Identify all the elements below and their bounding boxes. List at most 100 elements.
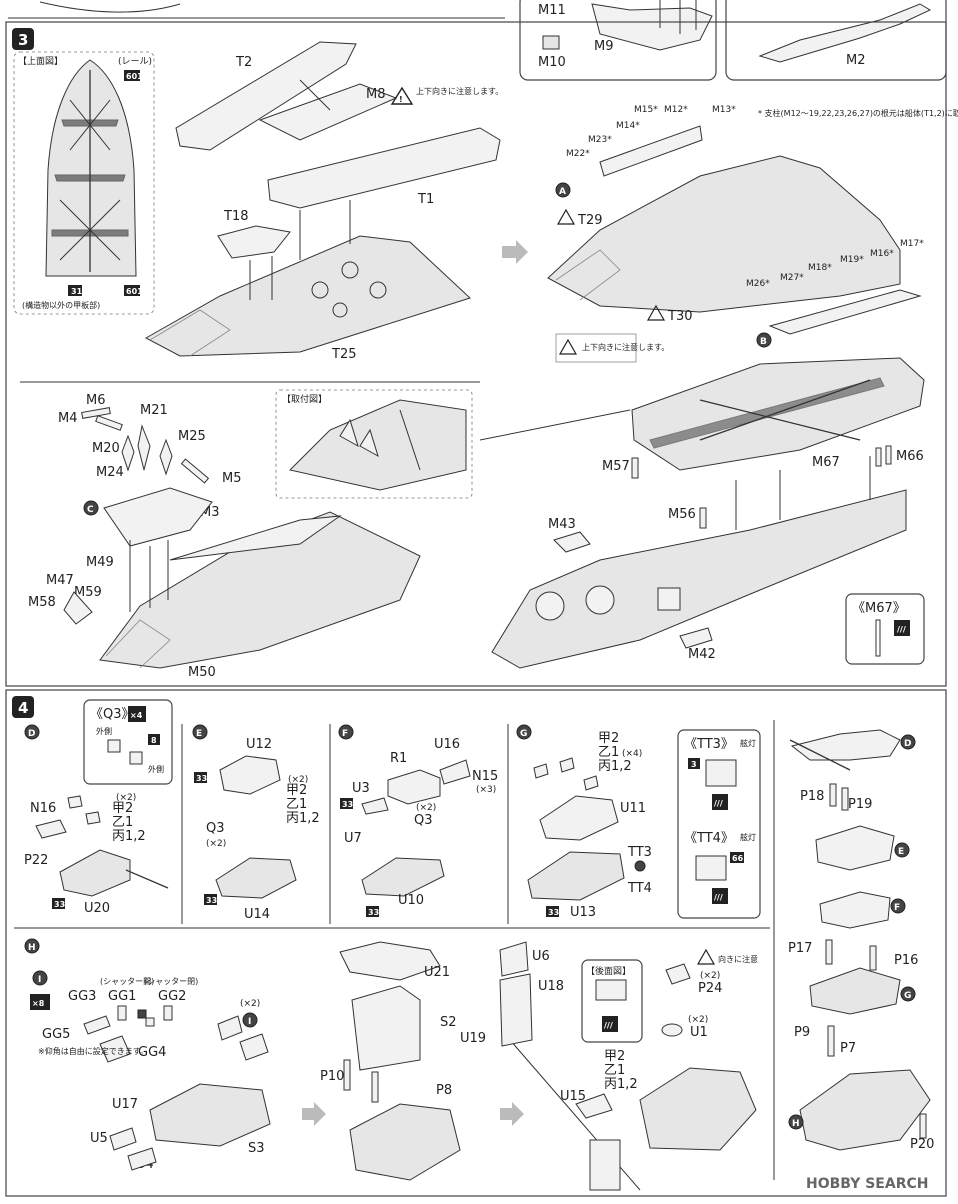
caution-text-1: 上下向きに注意します。 — [416, 86, 503, 96]
part-r1 — [387, 769, 441, 805]
decal-hei-d: 丙1,2 — [112, 829, 146, 844]
badge-33-f1: 33 — [342, 800, 353, 809]
part-label-p20: P20 — [910, 1137, 934, 1152]
arrow-step4-1 — [302, 1102, 326, 1126]
part-label-m58: M58 — [28, 595, 56, 610]
step-3: 3 【上面図】 (レール) 601 601 31 (構造物以外の甲板部) T2 — [5, 21, 958, 687]
circle-letter-i-2: I — [248, 1017, 251, 1027]
support-note: * 支柱(M12～19,22,23,26,27)の根元は船体(T1,2)に取り付… — [758, 108, 958, 118]
top-view-label: 【上面図】 — [18, 56, 63, 67]
rail-label: (レール) — [118, 57, 152, 67]
part-label-r1: R1 — [390, 751, 407, 766]
final-group: U6 U18 U19 【後面図】 /// 向きに注意 (×2) P24 (×2)… — [460, 941, 758, 1191]
part-label-m47: M47 — [46, 573, 74, 588]
part-label-m56: M56 — [668, 507, 696, 522]
circle-letter-h-right: H — [792, 1119, 800, 1129]
part-label-m14: M14* — [616, 121, 640, 131]
top-view: 【上面図】 (レール) 601 601 31 (構造物以外の甲板部) — [13, 51, 155, 315]
circle-letter-e: E — [196, 729, 202, 739]
part-label-u5: U5 — [90, 1131, 108, 1146]
part-label-n15: N15 — [472, 769, 498, 784]
step-3-frame — [5, 21, 947, 687]
badge-31: 31 — [71, 287, 83, 296]
step-4-frame — [5, 689, 947, 1197]
part-label-p7: P7 — [840, 1041, 856, 1056]
circle-letter-d-right: D — [904, 739, 911, 749]
badge-33-g: 33 — [548, 908, 559, 917]
part-u13 — [527, 851, 625, 901]
part-count-q3-e: (×2) — [206, 839, 226, 849]
part-label-u17: U17 — [112, 1097, 138, 1112]
group-h: H I ×8 (シャッター開) (シャッター閉) GG3 GG1 GG2 GG5… — [24, 938, 271, 1172]
decal-otsu-g: 乙1 — [598, 745, 619, 760]
part-label-s3: S3 — [248, 1141, 265, 1156]
tt3-sample: 舷灯 — [740, 738, 756, 748]
part-label-m2: M2 — [846, 53, 866, 68]
outer-side-label-1: 外側 — [96, 726, 112, 736]
circle-letter-e-right: E — [898, 847, 904, 857]
step-4: 4 《Q3》 ×4 外側 8 外側 D N16 P22 U20 (×2) 甲2 — [5, 689, 947, 1197]
step-3-number: 3 — [18, 31, 28, 49]
q3-title: 《Q3》 — [90, 707, 135, 722]
rear-view-label: 【後面図】 — [586, 965, 631, 977]
elevation-note: ※仰角は自由に設定できます。 — [38, 1046, 148, 1056]
part-label-t25: T25 — [331, 347, 356, 362]
part-label-p22: P22 — [24, 853, 48, 868]
badge-3: 3 — [691, 760, 697, 769]
part-label-p16: P16 — [894, 953, 918, 968]
circle-letter-f-right: F — [894, 903, 900, 913]
decal-count-f: (×2) — [416, 803, 436, 813]
svg-text:!: ! — [399, 95, 403, 104]
part-label-m23: M23* — [588, 135, 612, 145]
part-label-m13: M13* — [712, 105, 736, 115]
part-label-m49: M49 — [86, 555, 114, 570]
tt-callout — [677, 729, 761, 919]
part-label-p24: P24 — [698, 981, 722, 996]
decal-count-h: (×2) — [240, 999, 260, 1009]
deck-and-hull-assembly: M57 M67 M66 M56 M43 M42 《M67》 /// — [491, 357, 925, 669]
hull-assembled — [547, 155, 901, 313]
part-label-u19: U19 — [460, 1031, 486, 1046]
part-label-m17: M17* — [900, 239, 924, 249]
tt4-title: 《TT4》 — [684, 831, 734, 846]
decal-count-g: (×4) — [622, 749, 642, 759]
part-label-t2: T2 — [235, 55, 252, 70]
part-label-m66: M66 — [896, 449, 924, 464]
badge-33-f2: 33 — [368, 908, 379, 917]
part-label-gg5: GG5 — [42, 1027, 70, 1042]
group-e: E U12 33 (×2) 甲2 乙1 丙1,2 Q3 (×2) 33 U14 — [192, 724, 320, 922]
part-t2 — [175, 41, 357, 151]
deck-note: (構造物以外の甲板部) — [22, 300, 100, 310]
decal-hei-u15: 丙1,2 — [604, 1077, 638, 1092]
shutter-closed-label: (シャッター閉) — [144, 977, 198, 986]
part-label-u13: U13 — [570, 905, 596, 920]
part-label-u6: U6 — [532, 949, 550, 964]
part-label-m50: M50 — [188, 665, 216, 680]
part-u10 — [361, 857, 445, 897]
count-x8: ×8 — [32, 999, 45, 1008]
part-label-s2: S2 — [440, 1015, 457, 1030]
hull-assembly-2: * 支柱(M12～19,22,23,26,27)の根元は船体(T1,2)に取り付… — [547, 105, 958, 363]
part-label-m43: M43 — [548, 517, 576, 532]
part-label-m67: M67 — [812, 455, 840, 470]
decal-count-u1: (×2) — [688, 1015, 708, 1025]
part-label-gg3: GG3 — [68, 989, 96, 1004]
part-label-u18: U18 — [538, 979, 564, 994]
part-s3 — [149, 1083, 271, 1147]
bridge-tower-stack: D P18 P19 E F P17 P16 G P9 P7 H P20 — [788, 729, 934, 1152]
attach-view: 【取付図】 — [275, 389, 473, 499]
lower-hull — [491, 489, 907, 669]
part-label-m59: M59 — [74, 585, 102, 600]
group-g: G 甲2 乙1 (×4) 丙1,2 U11 TT3 TT4 33 U13 《TT… — [516, 724, 761, 920]
caution-icon-1 — [390, 86, 414, 105]
part-label-gg2: GG2 — [158, 989, 186, 1004]
part-label-q3-f: Q3 — [414, 813, 433, 828]
part-label-m57: M57 — [602, 459, 630, 474]
badge-8: 8 — [151, 736, 157, 745]
decal-hei-e: 丙1,2 — [286, 811, 320, 826]
circle-letter-f: F — [342, 729, 348, 739]
direction-caution: 向きに注意 — [718, 954, 758, 964]
decal-count-e: (×2) — [288, 775, 308, 785]
decal-otsu-d: 乙1 — [112, 815, 133, 830]
part-label-m8: M8 — [366, 87, 386, 102]
